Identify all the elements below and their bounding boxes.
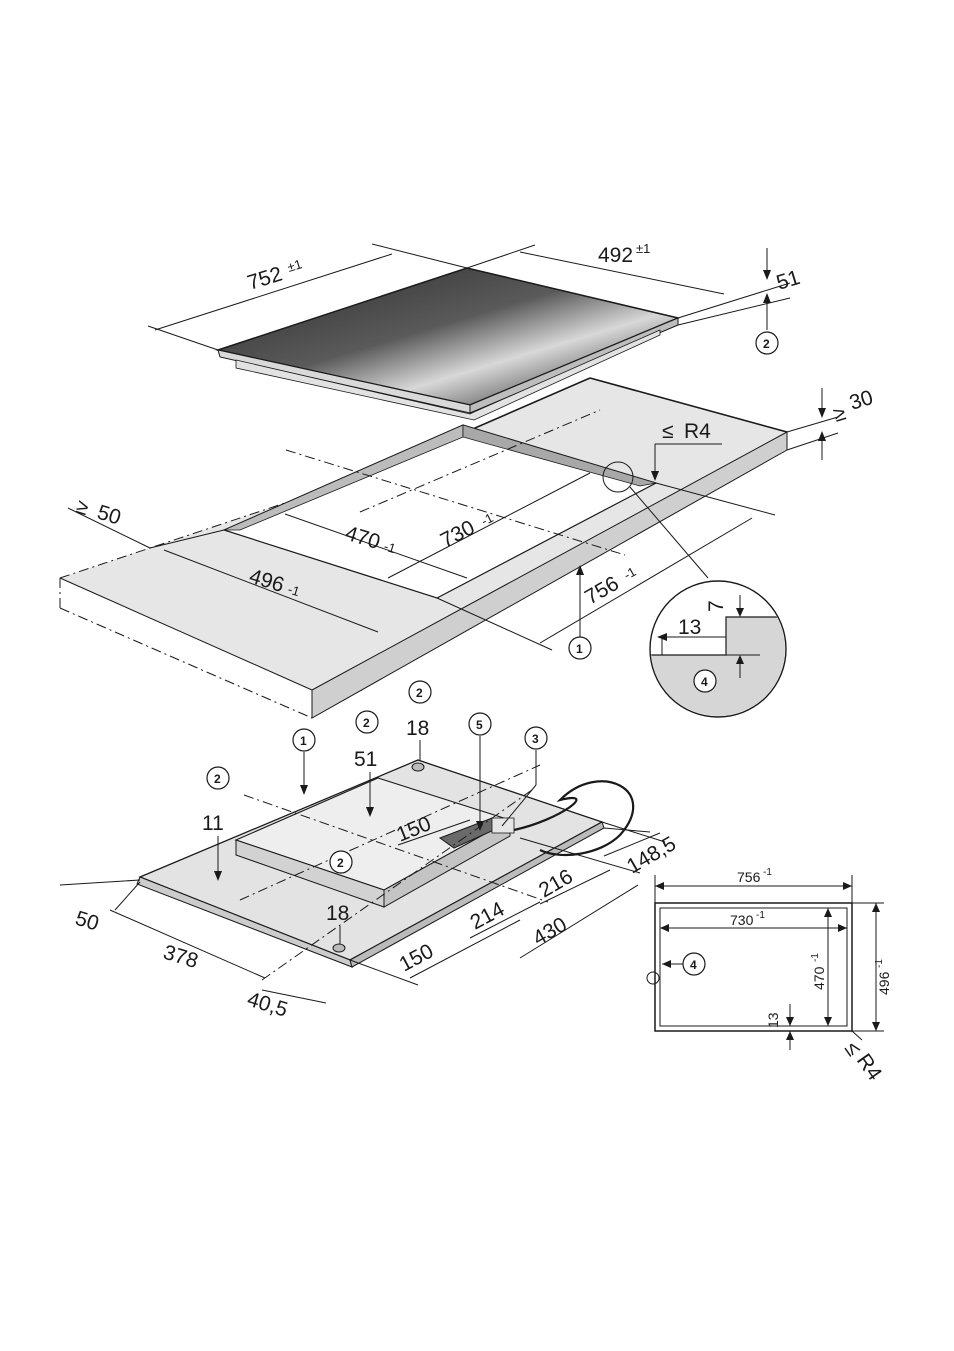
- conn-offset-label: 148,5: [623, 832, 680, 878]
- thickness-label: 30: [847, 386, 876, 415]
- outer-width-tol: -1: [621, 564, 639, 583]
- edge-label: 50: [95, 501, 124, 530]
- svg-text:2: 2: [416, 686, 423, 700]
- callout-4-detail: 4: [694, 670, 716, 692]
- svg-text:5: 5: [476, 718, 483, 732]
- box-height-label: 51: [354, 748, 377, 771]
- callout-2-foot-top: 2: [409, 681, 431, 703]
- hob-width-tol: ±1: [285, 256, 303, 275]
- thickness-prefix: ≥: [831, 401, 849, 426]
- detail-step-height: 7: [705, 600, 728, 612]
- hob-depth-tol: ±1: [636, 241, 650, 256]
- hob-height-label: 51: [774, 266, 803, 295]
- svg-text:1: 1: [300, 734, 307, 748]
- plan-inner-width-tol: -1: [756, 910, 765, 921]
- plan-inner-width: 730: [730, 912, 754, 928]
- callout-2-box: 2: [356, 711, 378, 733]
- foot-front: [333, 944, 345, 952]
- callout-4-plan: 4: [683, 953, 705, 975]
- front-right-label: 430: [529, 913, 571, 950]
- callout-2-foot-front: 2: [330, 851, 352, 873]
- plan-outer-depth: 496: [876, 971, 892, 995]
- callout-5-connection: 5: [469, 713, 491, 735]
- outer-width-label: 756: [581, 572, 623, 609]
- front-left-edge-label: 50: [73, 907, 102, 936]
- svg-text:4: 4: [690, 958, 697, 972]
- radius-label: R4: [684, 420, 711, 443]
- plan-inner-depth: 470: [811, 966, 827, 990]
- svg-text:4: 4: [701, 675, 708, 689]
- plan-radius: R4: [852, 1050, 886, 1085]
- conn-width-label: 216: [535, 865, 577, 902]
- svg-text:1: 1: [576, 642, 583, 656]
- underside-view: 2 18 2 51 1 2 11 5 3: [60, 681, 680, 1022]
- plan-inner-depth-tol: -1: [810, 953, 821, 962]
- front-corner-label: 40,5: [245, 988, 291, 1022]
- foot-height-front: 18: [326, 902, 349, 925]
- plan-view: 756 -1 730 -1 470 -1 496 -1 13 ≤ R4: [647, 867, 892, 1085]
- svg-text:2: 2: [337, 856, 344, 870]
- front-left-span-label: 378: [161, 941, 201, 973]
- foot-height-top: 18: [406, 717, 429, 740]
- edge-height-label: 11: [202, 812, 224, 835]
- detail-step-width: 13: [678, 616, 701, 639]
- callout-2-hob: 2: [756, 332, 778, 354]
- hob-view: 752 ±1 492 ±1 51 2: [148, 241, 803, 420]
- callout-3-cable: 3: [525, 727, 547, 749]
- callout-2-edge: 2: [207, 767, 229, 789]
- plan-outer-depth-tol: -1: [874, 959, 885, 968]
- plan-outer-width-tol: -1: [763, 867, 772, 878]
- front-mid-a-label: 150: [396, 940, 438, 977]
- plan-outer-width: 756: [737, 869, 761, 885]
- edge-detail: 13 7 4: [650, 581, 790, 730]
- svg-text:2: 2: [214, 772, 221, 786]
- svg-text:2: 2: [763, 337, 770, 351]
- callout-1-underside: 1: [293, 729, 315, 751]
- foot-top: [412, 763, 424, 771]
- radius-prefix: ≤: [662, 420, 674, 443]
- svg-text:2: 2: [363, 716, 370, 730]
- edge-label-prefix: ≥: [74, 495, 92, 520]
- callout-1-worktop: 1: [569, 637, 591, 659]
- plan-step: 13: [765, 1012, 781, 1028]
- hob-depth-label: 492: [598, 244, 633, 267]
- svg-text:3: 3: [532, 732, 539, 746]
